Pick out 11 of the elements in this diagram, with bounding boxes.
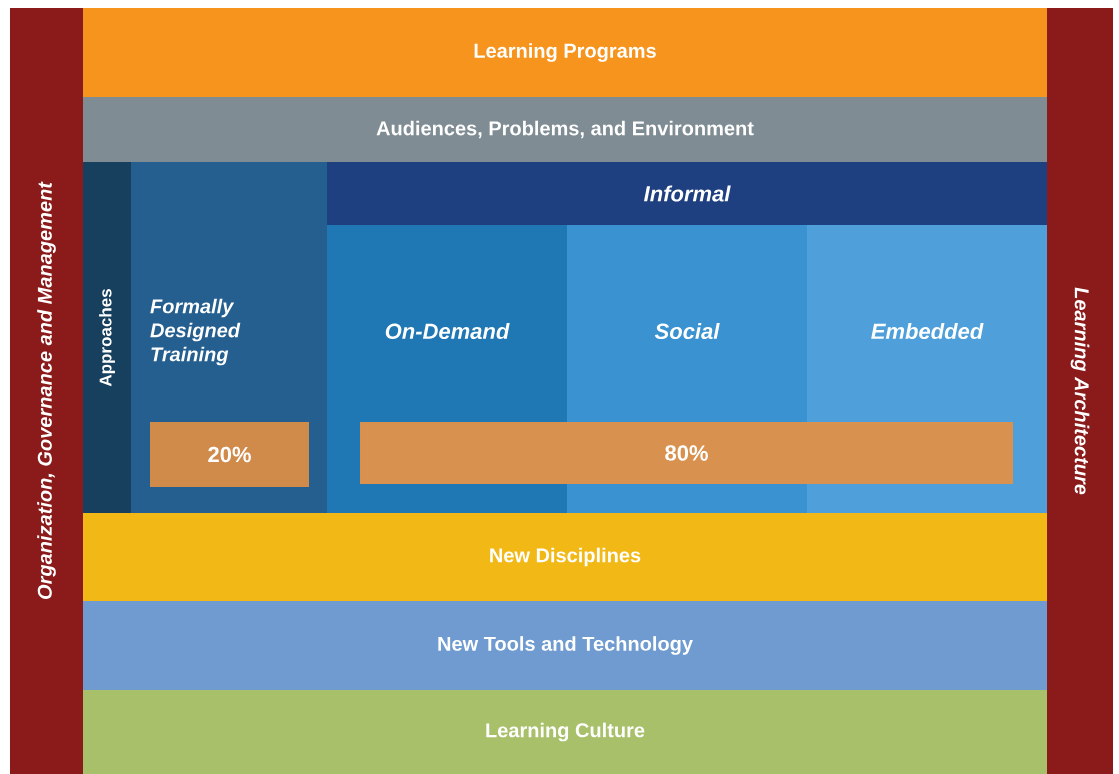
column-header: Approaches bbox=[83, 162, 131, 513]
percentage-bar: 20% bbox=[150, 422, 309, 487]
side-band: Learning Architecture bbox=[1047, 8, 1113, 774]
percentage-bar: 80% bbox=[360, 422, 1013, 484]
layer-band: Learning Culture bbox=[83, 690, 1047, 774]
layer-band: Audiences, Problems, and Environment bbox=[83, 97, 1047, 162]
layer-band: Learning Programs bbox=[83, 8, 1047, 97]
layer-band: New Disciplines bbox=[83, 513, 1047, 601]
side-band: Organization, Governance and Management bbox=[10, 8, 83, 774]
column-header: Informal bbox=[327, 162, 1047, 225]
layer-band: New Tools and Technology bbox=[83, 601, 1047, 690]
